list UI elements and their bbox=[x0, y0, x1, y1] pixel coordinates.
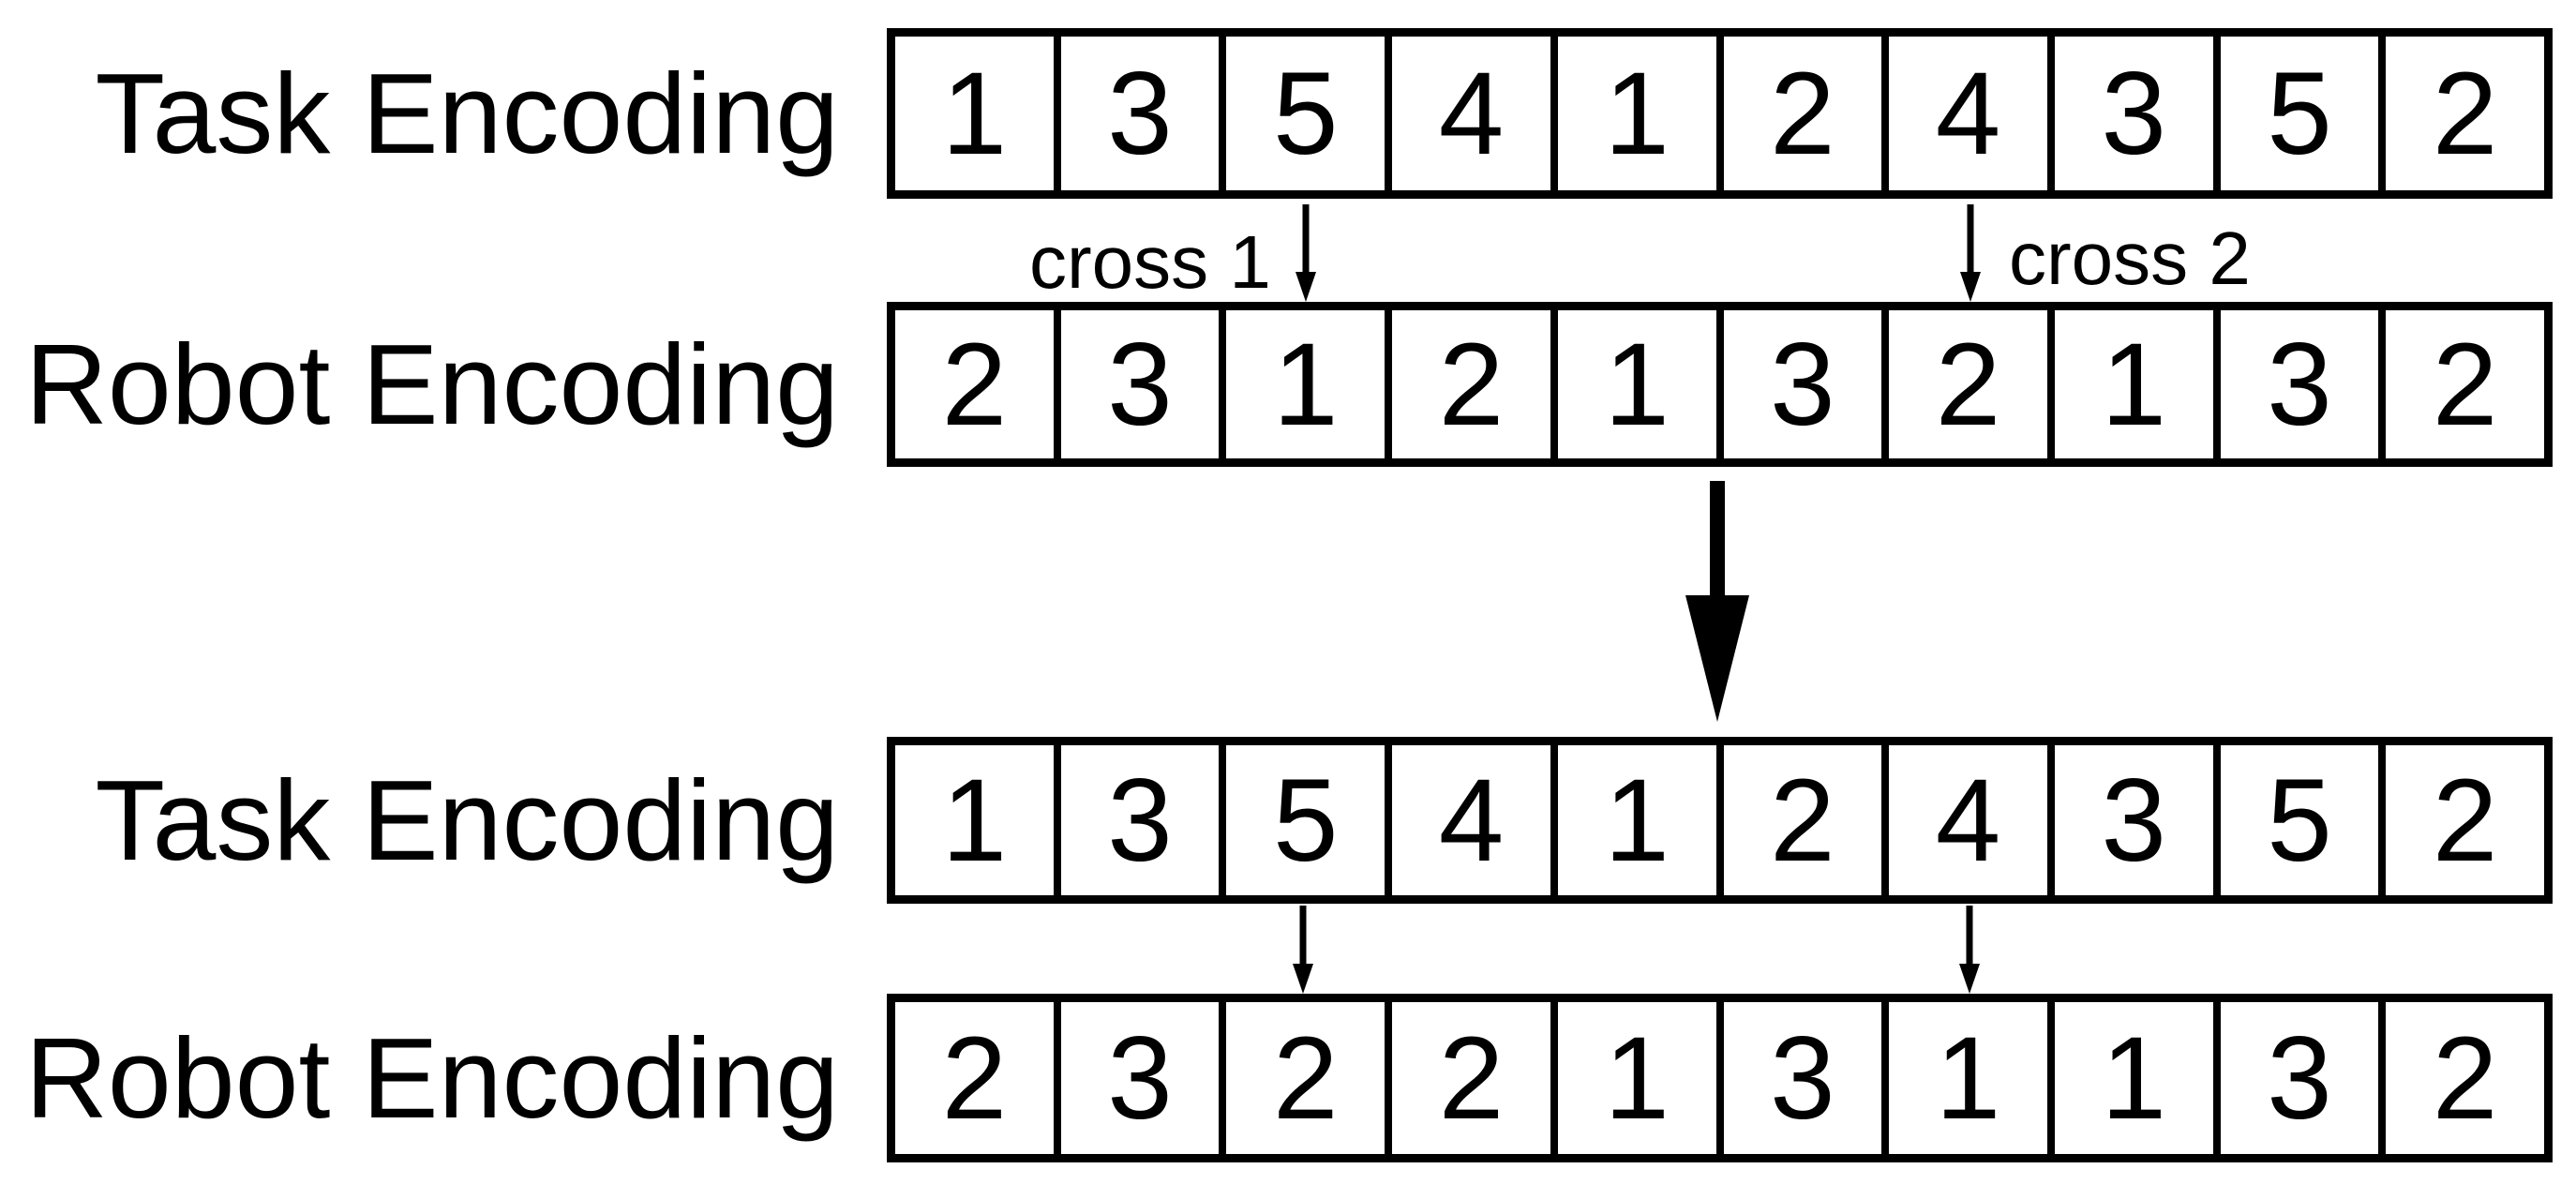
encoding-cell: 2 bbox=[2378, 37, 2544, 190]
encoding-cell: 3 bbox=[1053, 37, 1220, 190]
encoding-cell: 2 bbox=[1881, 310, 2047, 458]
encoding-cell: 1 bbox=[941, 755, 1008, 886]
encoding-cell: 1 bbox=[1219, 310, 1385, 458]
encoding-cell: 5 bbox=[2212, 745, 2379, 895]
encoding-cell: 2 bbox=[2378, 745, 2544, 895]
encoding-cell: 4 bbox=[1881, 37, 2047, 190]
encoding-cell: 5 bbox=[1219, 745, 1385, 895]
encoding-cell: 2 bbox=[2378, 1002, 2544, 1154]
encoding-cell: 2 bbox=[941, 319, 1008, 450]
encoding-cell: 3 bbox=[1053, 1002, 1220, 1154]
encoding-cell: 1 bbox=[2046, 1002, 2213, 1154]
encoding-cell: 2 bbox=[1715, 745, 1882, 895]
encoding-cell: 2 bbox=[2378, 310, 2544, 458]
encoding-cell: 1 bbox=[2046, 310, 2213, 458]
encoding-cell: 1 bbox=[1881, 1002, 2047, 1154]
encoding-cell: 3 bbox=[2046, 745, 2213, 895]
parent-robot-encoding-label: Robot Encoding bbox=[24, 321, 839, 448]
encoding-cell: 2 bbox=[1385, 1002, 1550, 1154]
encoding-cell: 3 bbox=[2212, 310, 2379, 458]
encoding-cell: 3 bbox=[1715, 1002, 1882, 1154]
child-task-encoding-label: Task Encoding bbox=[95, 757, 839, 884]
cross1-label: cross 1 bbox=[1029, 220, 1271, 304]
encoding-cell: 5 bbox=[2212, 37, 2379, 190]
encoding-cell: 2 bbox=[1219, 1002, 1385, 1154]
encoding-cell: 4 bbox=[1385, 745, 1550, 895]
encoding-cell: 3 bbox=[2212, 1002, 2379, 1154]
encoding-cell: 2 bbox=[1385, 310, 1550, 458]
encoding-cell: 4 bbox=[1881, 745, 2047, 895]
encoding-cell: 5 bbox=[1219, 37, 1385, 190]
encoding-cell: 4 bbox=[1385, 37, 1550, 190]
encoding-cell: 1 bbox=[1550, 1002, 1716, 1154]
cross2-label: cross 2 bbox=[2009, 217, 2251, 300]
cross1-down-arrow-icon bbox=[1295, 204, 1316, 302]
encoding-cell: 2 bbox=[941, 1012, 1008, 1144]
encoding-cell: 3 bbox=[2046, 37, 2213, 190]
encoding-cell: 1 bbox=[941, 48, 1008, 179]
encoding-cell: 3 bbox=[1053, 745, 1220, 895]
encoding-cell: 3 bbox=[1715, 310, 1882, 458]
child-cross2-down-arrow-icon bbox=[1959, 906, 1980, 994]
encoding-cell: 3 bbox=[1053, 310, 1220, 458]
encoding-cell: 1 bbox=[1550, 37, 1716, 190]
parent-task-encoding-label: Task Encoding bbox=[95, 50, 839, 177]
encoding-cell: 2 bbox=[1715, 37, 1882, 190]
child-robot-encoding-label: Robot Encoding bbox=[24, 1014, 839, 1142]
encoding-cell: 1 bbox=[1550, 745, 1716, 895]
child-cross1-down-arrow-icon bbox=[1293, 906, 1313, 994]
transform-big-down-arrow-icon bbox=[1685, 481, 1749, 722]
cross2-down-arrow-icon bbox=[1960, 204, 1981, 302]
encoding-cell: 1 bbox=[1550, 310, 1716, 458]
